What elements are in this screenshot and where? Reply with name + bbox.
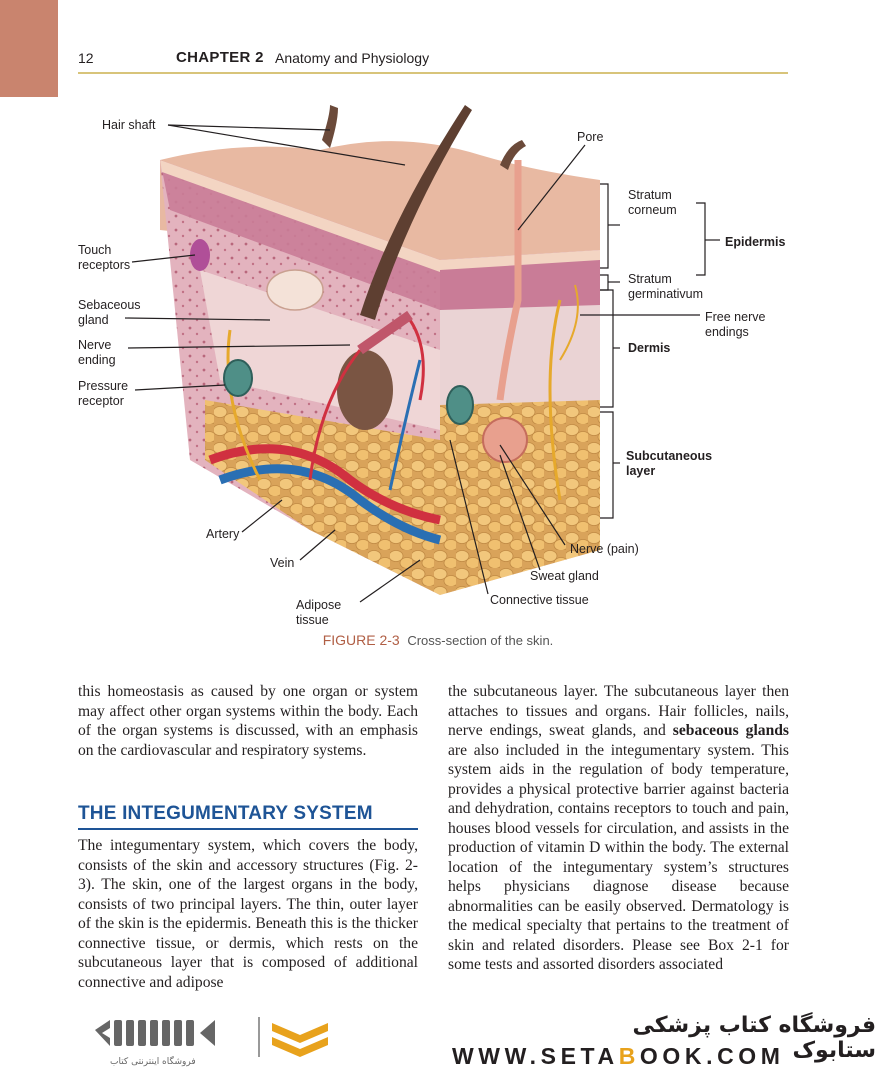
brand-persian: فروشگاه کتاب پزشکی ستابوک [632,1013,876,1063]
label-epidermis: Epidermis [725,235,786,249]
footer-watermark: فروشگاه کتاب پزشکی ستابوک WWW.SETABOOK.C… [0,995,876,1080]
label-free-nerve-endings: Free nerve endings [705,310,766,339]
paragraph-text: the subcutaneous layer. The subcutaneous… [448,683,789,739]
paragraph-text: are also included in the integumentary s… [448,741,789,974]
label-vein: Vein [270,556,295,570]
label-connective-tissue: Connective tissue [490,593,589,607]
left-column-body: The integumentary system, which covers t… [78,836,418,992]
label-sebaceous-gland: Sebaceous gland [78,298,141,327]
figure-number: FIGURE 2-3 [322,632,400,648]
label-dermis: Dermis [628,341,671,355]
right-column: the subcutaneous layer. The subcutaneous… [448,682,789,975]
skin-illustration [124,105,720,603]
label-artery: Artery [206,527,240,541]
label-nerve-pain: Nerve (pain) [570,542,639,556]
label-nerve-ending: Nerve ending [78,338,116,367]
chapter-label: CHAPTER 2 [176,49,264,66]
url-part: WWW. [452,1043,541,1069]
url-part: OOK.COM [639,1043,785,1069]
label-hair-shaft: Hair shaft [102,118,156,132]
paragraph: The integumentary system, which covers t… [78,837,418,991]
figure-caption-text: Cross-section of the skin. [407,633,554,648]
url-highlight: B [618,1043,640,1069]
label-pressure-receptor: Pressure receptor [78,379,129,408]
chapter-tab [0,0,58,97]
page-number: 12 [78,50,94,66]
chapter-title: Anatomy and Physiology [275,50,430,66]
setabook-logo [95,1017,328,1057]
paragraph: this homeostasis as caused by one organ … [78,683,418,759]
label-sweat-gland: Sweat gland [530,569,599,583]
url-part: SETA [540,1043,619,1069]
label-subcutaneous-layer: Subcutaneous layer [626,449,713,478]
label-stratum-corneum: Stratum corneum [628,188,677,217]
website-url: WWW.SETABOOK.COM [452,1043,785,1070]
figure-caption: FIGURE 2-3 Cross-section of the skin. [0,632,876,648]
paragraph: the subcutaneous layer. The subcutaneous… [448,682,789,975]
label-adipose-tissue: Adipose tissue [296,598,342,627]
section-heading: THE INTEGUMENTARY SYSTEM [78,803,418,830]
label-touch-receptors: Touch receptors [78,243,131,272]
logo-subtitle: فروشگاه اینترنتی کتاب [110,1057,196,1067]
label-stratum-germinativum: Stratum germinativum [628,272,704,301]
skin-cross-section-figure: Hair shaft Pore Stratum corneum Epidermi… [60,100,820,630]
page-header: 12 CHAPTER 2 Anatomy and Physiology [78,48,788,74]
label-pore: Pore [577,130,604,144]
left-column-intro: this homeostasis as caused by one organ … [78,682,418,760]
term-sebaceous-glands: sebaceous glands [672,722,789,739]
